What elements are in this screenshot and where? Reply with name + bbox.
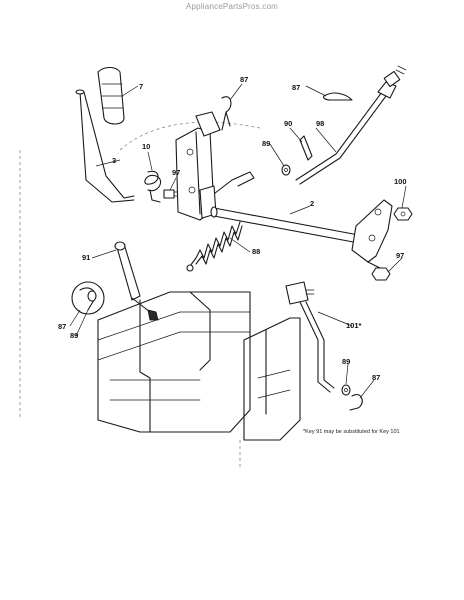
part-90-clevis-pin[interactable] — [299, 135, 313, 161]
part-87-hairpin-clip-right[interactable] — [322, 92, 353, 101]
callout-87-lower: 87 — [372, 373, 380, 382]
callout-89-lower: 89 — [342, 357, 350, 366]
callout-labels: 7 87 87 3 10 97 90 98 89 100 2 88 91 97 … — [58, 75, 407, 382]
callout-97-lower: 97 — [396, 251, 404, 260]
part-87-hairpin-clip-top[interactable] — [221, 96, 232, 131]
part-10-torsion-spring[interactable] — [144, 170, 162, 203]
part-89-washer-top[interactable] — [281, 164, 291, 176]
part-101-lever-right[interactable] — [285, 281, 335, 393]
callout-10: 10 — [142, 142, 150, 151]
right-lift-arm — [351, 199, 393, 269]
detail-circle-clip — [71, 281, 105, 315]
part-91-lever-left[interactable] — [114, 241, 159, 321]
callout-87-right: 87 — [292, 83, 300, 92]
callout-91: 91 — [82, 253, 90, 262]
part-88-extension-spring[interactable] — [186, 221, 243, 272]
part-87-hairpin-clip-lower[interactable] — [349, 394, 363, 411]
substitution-note: *Key 91 may be substituted for Key 101 — [303, 429, 400, 435]
part-3-lift-lever[interactable] — [75, 89, 135, 203]
callout-3: 3 — [112, 156, 116, 165]
callout-89-top: 89 — [262, 139, 270, 148]
leader-lines — [69, 83, 407, 399]
part-98-height-adjust-rod[interactable] — [295, 65, 407, 185]
part-97-bolt-lower[interactable] — [371, 267, 391, 281]
callout-100: 100 — [394, 177, 407, 186]
callout-89-detail: 89 — [70, 331, 78, 340]
part-7-handle-grip[interactable] — [97, 66, 125, 125]
chassis-frame-left — [19, 121, 261, 433]
part-100-nut[interactable] — [393, 207, 413, 221]
part-2-cross-shaft[interactable] — [210, 206, 365, 245]
callout-98: 98 — [316, 119, 324, 128]
callout-88: 88 — [252, 247, 260, 256]
watermark: AppliancePartsPros.com — [186, 2, 278, 11]
callout-2: 2 — [310, 199, 314, 208]
callout-87-detail: 87 — [58, 322, 66, 331]
chassis-frame-right — [239, 317, 301, 470]
callout-7: 7 — [139, 82, 143, 91]
callout-101: 101* — [346, 321, 362, 330]
callout-97-upper: 97 — [172, 168, 180, 177]
callout-87-top: 87 — [240, 75, 248, 84]
part-89-washer-lower[interactable] — [341, 384, 351, 396]
callout-90: 90 — [284, 119, 292, 128]
